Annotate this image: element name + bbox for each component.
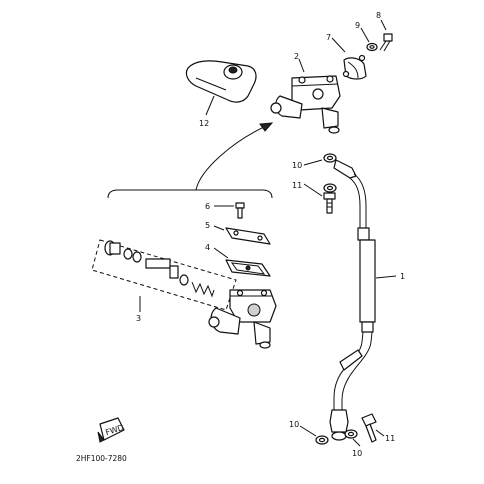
callout-10-lower-left: 10 [289, 420, 299, 429]
leader-11-upper [303, 183, 323, 197]
leader-7 [331, 37, 346, 53]
callout-12: 12 [199, 119, 209, 128]
screw-part [235, 202, 245, 219]
callout-10-lower-right: 10 [352, 449, 362, 458]
leader-12 [205, 95, 215, 116]
washer-holder-part [366, 42, 378, 52]
callout-5: 5 [205, 221, 210, 230]
holder-part [342, 54, 367, 80]
leader-2 [298, 58, 305, 73]
callout-2: 2 [294, 52, 299, 61]
callout-1: 1 [400, 272, 405, 281]
callout-6: 6 [205, 202, 210, 211]
fwd-direction-tag: FWD [97, 417, 125, 443]
cover-part [185, 60, 257, 103]
callout-7: 7 [326, 33, 331, 42]
callout-11-upper: 11 [292, 181, 302, 190]
diaphragm-part [225, 259, 271, 277]
cap-part [225, 227, 271, 245]
gasket-upper-part [323, 153, 337, 193]
part-code: 2HF100-7280 [76, 454, 127, 463]
gasket-lower-left-part [315, 435, 329, 445]
union-bolt-upper-part [323, 192, 336, 214]
union-bolt-lower-part [361, 413, 377, 443]
callout-9: 9 [355, 21, 360, 30]
leader-10-lower-left [299, 425, 317, 437]
master-cylinder-lower-body [208, 289, 277, 349]
bolt-holder-part [379, 33, 393, 52]
leader-1 [375, 275, 397, 279]
callout-8: 8 [376, 11, 381, 20]
callout-4: 4 [205, 243, 210, 252]
leader-10-upper [303, 159, 323, 166]
leader-4 [213, 247, 229, 259]
master-cylinder-part [270, 75, 341, 134]
leader-10-lower-right [352, 438, 361, 447]
leader-11-lower [375, 429, 385, 437]
assembly-bracket [107, 122, 274, 199]
piston-kit-part [91, 239, 237, 311]
callout-3: 3 [136, 314, 141, 323]
brake-hose-part [329, 159, 376, 441]
leader-9 [360, 27, 370, 43]
gasket-lower-right-part [344, 429, 358, 439]
leader-5 [213, 225, 225, 231]
callout-11-lower: 11 [385, 434, 395, 443]
leader-8 [380, 19, 387, 31]
callout-10-upper: 10 [292, 161, 302, 170]
